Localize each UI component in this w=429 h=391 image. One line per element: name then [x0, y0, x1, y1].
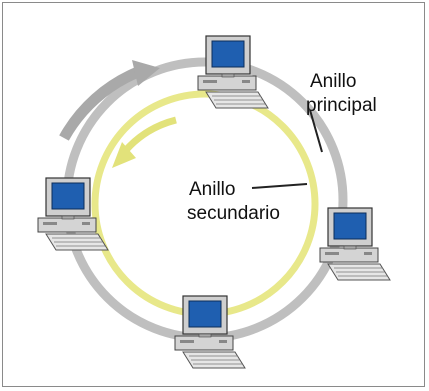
primary-label-leader	[309, 109, 323, 153]
primary-ring-label-line2: principal	[306, 95, 377, 116]
secondary-ring-label-line2: secundario	[187, 203, 280, 224]
primary-ring-label-line1: Anillo	[310, 71, 356, 92]
secondary-label-leader	[251, 183, 308, 189]
secondary-ring-label-line1: Anillo	[189, 179, 235, 200]
secondary-direction-arrow	[112, 116, 177, 168]
desktop-computer-icon	[319, 207, 391, 281]
primary-direction-arrow	[59, 60, 160, 141]
